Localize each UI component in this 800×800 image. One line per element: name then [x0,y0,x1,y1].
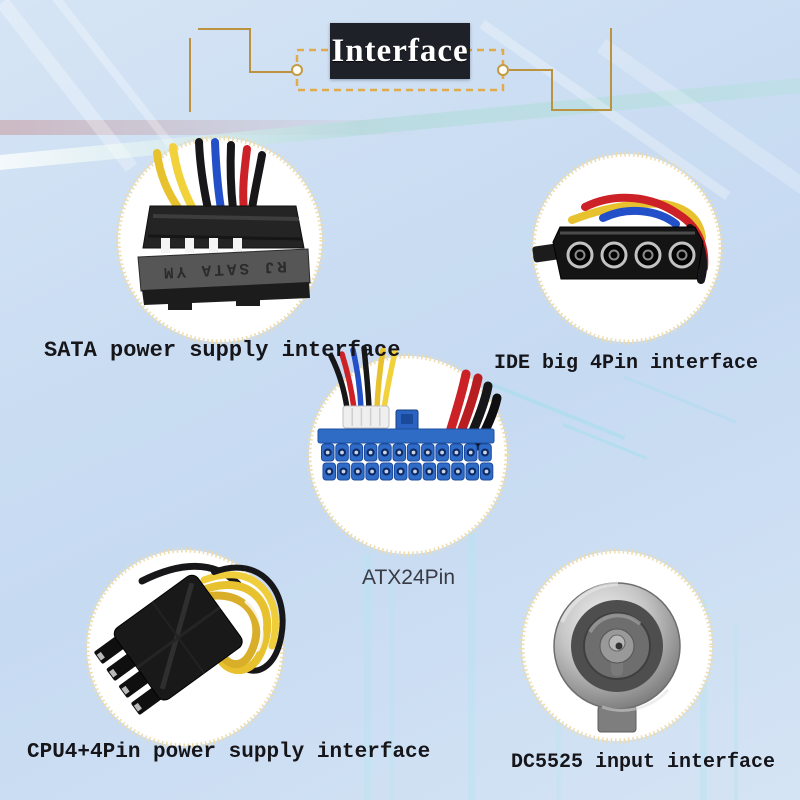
cpu-body [94,574,243,715]
ide-sockets [566,241,696,269]
ide-cable-end [532,243,560,263]
atx-connector-photo [317,345,502,481]
atx-top-bar [317,428,495,444]
cpu-wires [138,562,286,675]
sata-connector-photo: RJ SATA YM [137,138,311,310]
sata-caption: SATA power supply interface [44,338,401,363]
atx-sense-connector [342,405,390,429]
cpu-connector-photo [94,562,286,715]
cpu-caption: CPU4+4Pin power supply interface [27,741,431,764]
atx-latch [395,409,419,435]
sata-wires [153,138,266,213]
ide-connector-photo [532,193,709,284]
dc-caption: DC5525 input interface [511,751,776,774]
circuit-traces [189,28,612,112]
sata-body [137,205,311,310]
ide-body [552,226,704,280]
atx-thin-wires [328,345,398,412]
ide-caption: IDE big 4Pin interface [494,352,759,375]
atx-caption: ATX24Pin [362,566,455,589]
trace-node-dots [291,64,509,76]
title-box: Interface [330,23,470,79]
page-title: Interface [331,32,469,69]
dc-plug-photo [553,582,681,733]
